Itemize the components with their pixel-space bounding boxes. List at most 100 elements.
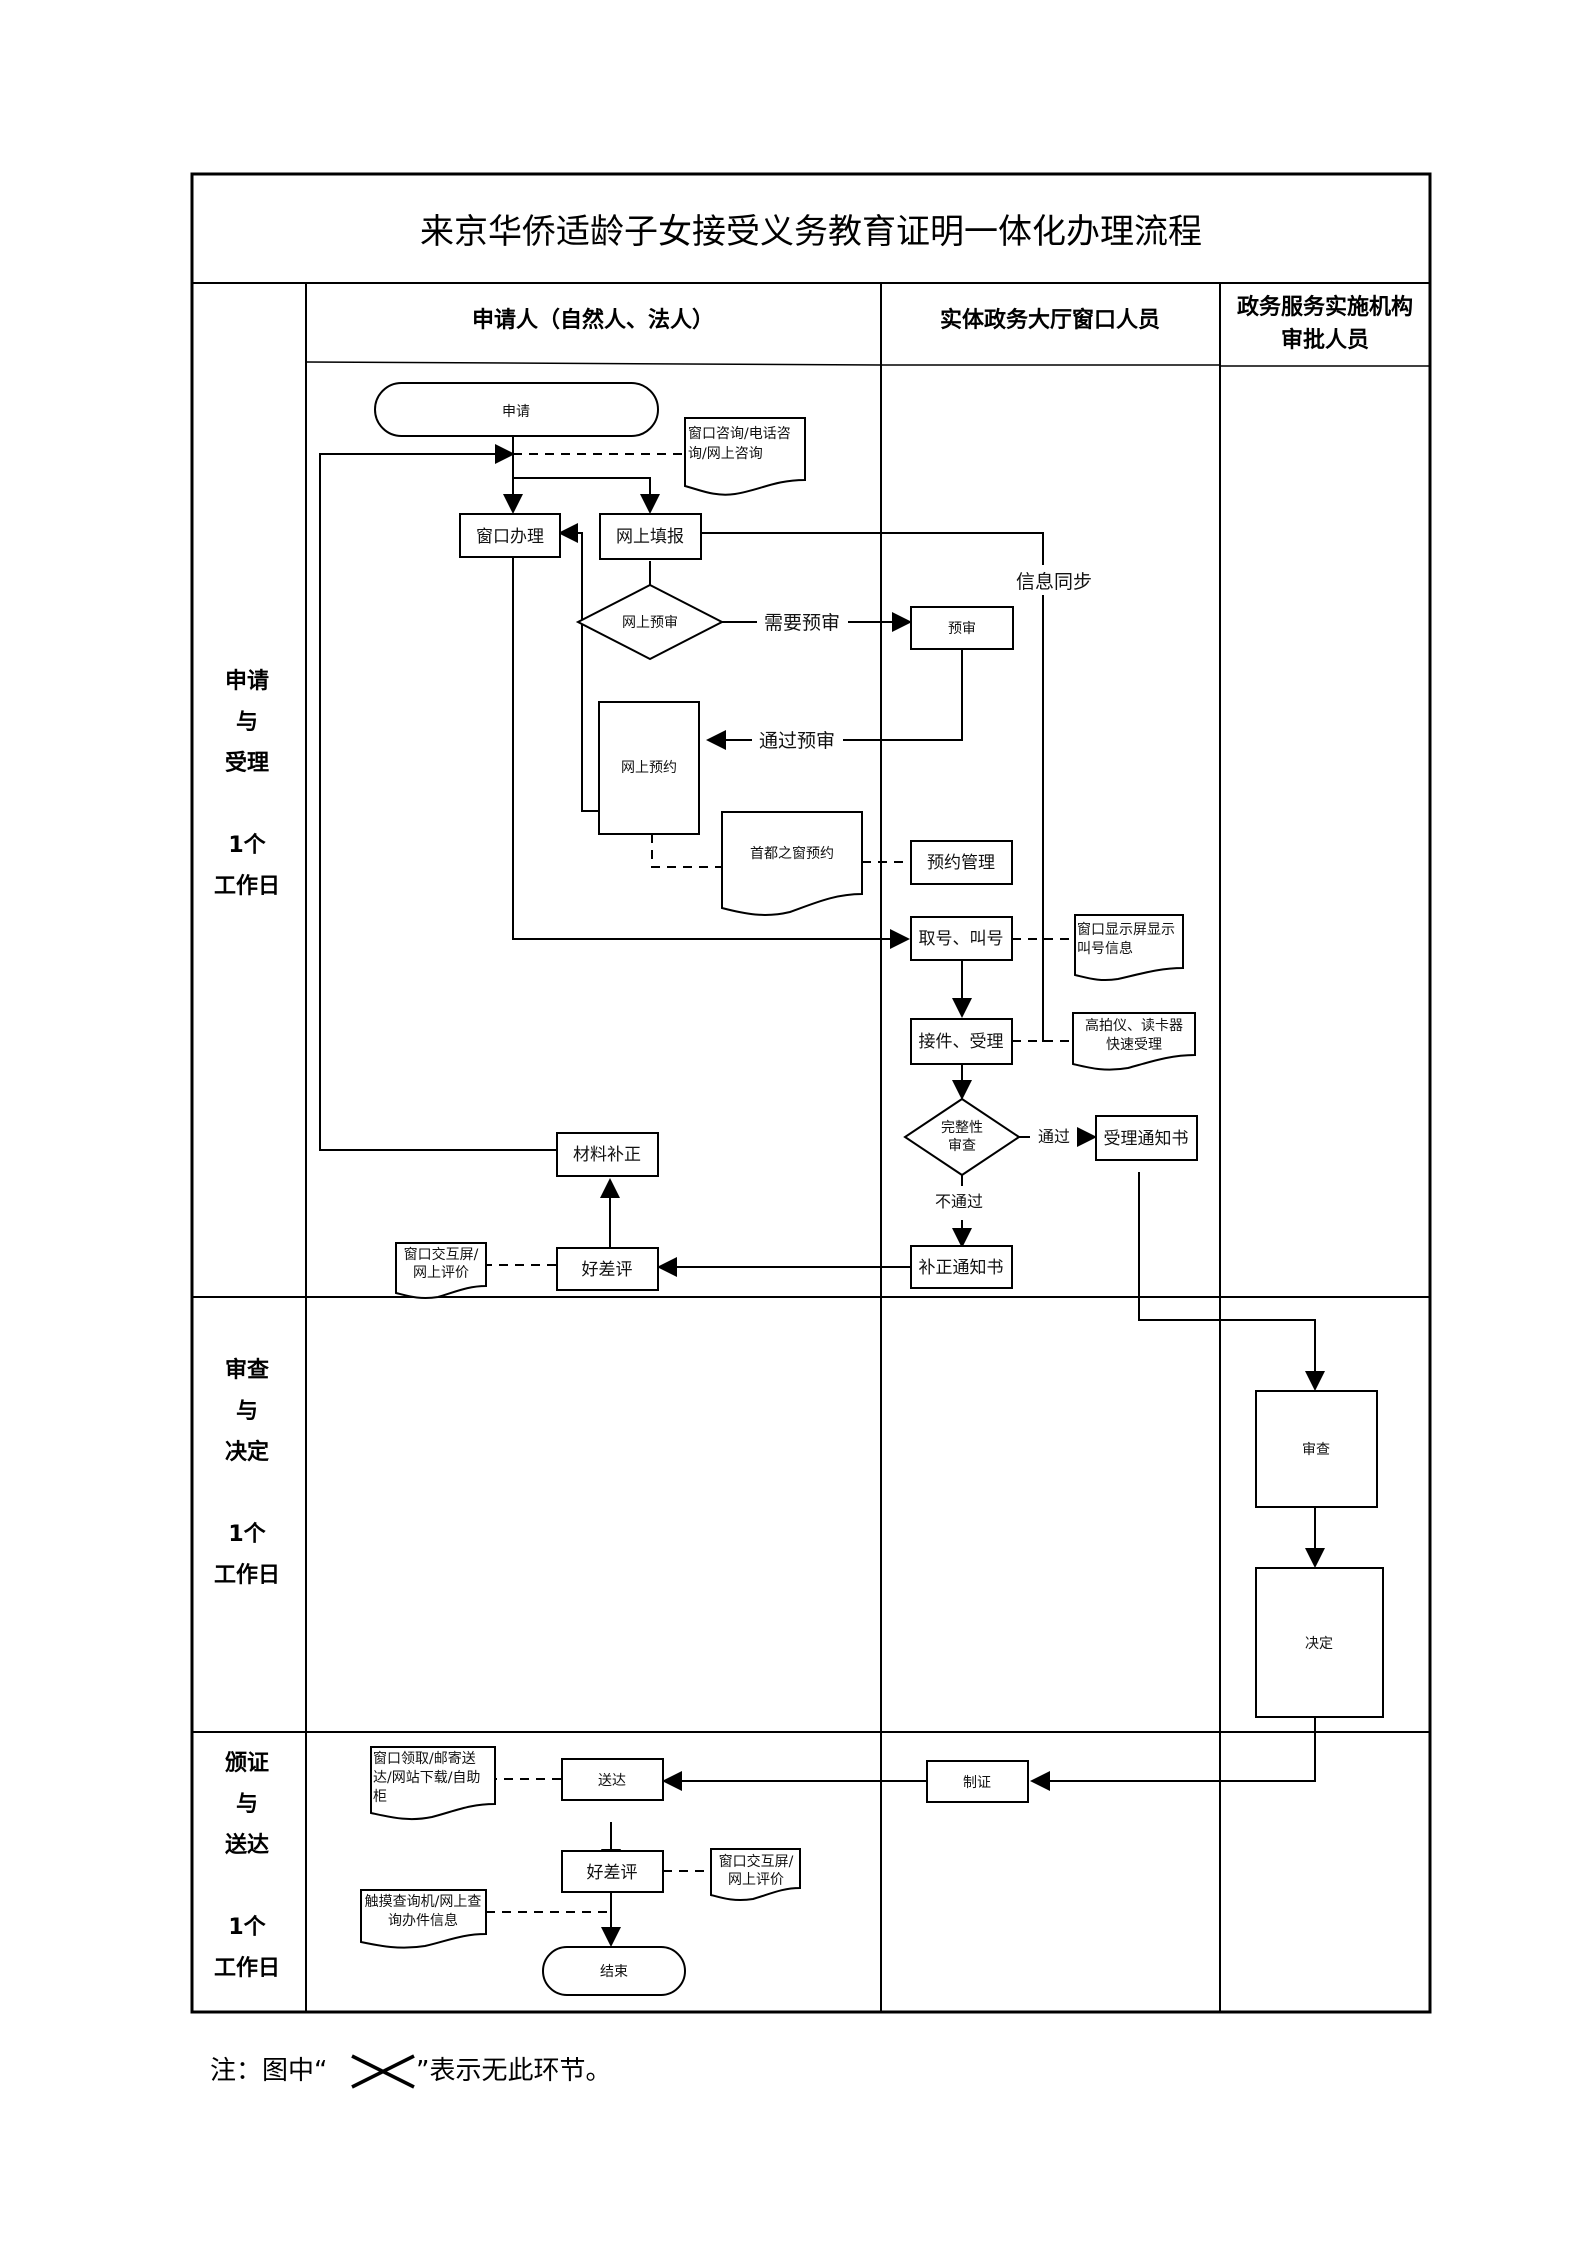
document-shape: [684, 417, 806, 496]
node-label: 制证: [963, 1775, 991, 1791]
lane-header-approver-line2: 审批人员: [1281, 327, 1369, 353]
node-label: 预约管理: [927, 853, 995, 873]
node-label: 接件、受理: [919, 1032, 1004, 1052]
stage-name-line: 颁证: [225, 1751, 269, 1776]
stage-label-issue-deliver: 颁证 与 送达 1个 工作日: [214, 1751, 280, 1981]
node-make-cert[interactable]: 制证: [926, 1760, 1029, 1803]
node-online-booking[interactable]: 网上预约: [598, 701, 700, 835]
edge-label-pass: 通过: [1038, 1127, 1070, 1146]
edge-decision-to-cert: [1030, 1717, 1316, 1791]
doc-line: 窗口领取/邮寄送: [373, 1750, 476, 1767]
doc-line: 高拍仪、读卡器: [1085, 1017, 1183, 1034]
doc-line: 柜: [373, 1789, 387, 1805]
doc-scanner[interactable]: 高拍仪、读卡器 快速受理: [1072, 1012, 1196, 1071]
node-receive-accept[interactable]: 接件、受理: [910, 1018, 1013, 1065]
doc-line: 窗口交互屏/: [719, 1853, 794, 1870]
edge-label-pass-precheck: 通过预审: [759, 730, 835, 752]
edge-label-info-sync: 信息同步: [1016, 571, 1092, 593]
table-frame: [190, 172, 1432, 2014]
footnote: 注：图中“ ”表示无此环节。: [210, 2054, 611, 2089]
process-box: [1255, 1390, 1378, 1508]
node-label: 网上填报: [616, 527, 684, 547]
outer-border: [190, 172, 1432, 2014]
edge-booking-to-window: [558, 523, 598, 812]
stage-name-line: 与: [236, 1399, 258, 1424]
lane-header-applicant: 申请人（自然人、法人）: [472, 307, 714, 333]
node-correction-notice[interactable]: 补正通知书: [910, 1245, 1013, 1289]
doc-display-screen[interactable]: 窗口显示屏显示 叫号信息: [1074, 914, 1184, 982]
node-label: 材料补正: [573, 1145, 641, 1165]
edge-window-to-take-number: [512, 557, 910, 949]
stage-duration-line: 工作日: [214, 874, 280, 899]
connectors: [319, 436, 1325, 1947]
node-review[interactable]: 审查: [1255, 1390, 1378, 1508]
node-take-number[interactable]: 取号、叫号: [910, 916, 1013, 961]
process-box: [561, 1758, 664, 1801]
node-completeness-check[interactable]: 完整性 审查: [903, 1097, 1021, 1177]
node-rating-2[interactable]: 好差评: [561, 1850, 664, 1893]
node-label-line: 审查: [948, 1138, 976, 1154]
edge-label-fail: 不通过: [935, 1192, 983, 1211]
stage-duration-line: 1个: [228, 1915, 266, 1940]
document-shape: [1074, 914, 1184, 982]
process-box: [910, 1245, 1013, 1289]
node-online-fill[interactable]: 网上填报: [599, 513, 702, 560]
node-rating-1[interactable]: 好差评: [556, 1247, 659, 1291]
process-box: [910, 840, 1013, 885]
process-box: [598, 701, 700, 835]
decision-diamond: [575, 583, 725, 661]
edge-label-need-precheck: 需要预审: [764, 612, 840, 634]
terminator-shape: [542, 1946, 686, 1996]
node-label: 审查: [1302, 1442, 1330, 1458]
node-window-handle[interactable]: 窗口办理: [459, 513, 561, 558]
stage-duration-line: 1个: [228, 833, 266, 858]
doc-line: 询/网上咨询: [688, 446, 763, 462]
node-label: 申请: [502, 404, 530, 420]
node-booking-mgmt[interactable]: 预约管理: [910, 840, 1013, 885]
doc-rating-1[interactable]: 窗口交互屏/ 网上评价: [395, 1242, 487, 1300]
terminator-shape: [374, 382, 659, 437]
doc-line: 网上评价: [728, 1872, 784, 1888]
stage-label-apply-accept: 申请 与 受理 1个 工作日: [214, 668, 280, 899]
stage-name-line: 决定: [225, 1439, 269, 1465]
node-decision[interactable]: 决定: [1255, 1567, 1384, 1718]
edge-pass-precheck-a: [843, 648, 963, 741]
doc-deliver-methods[interactable]: 窗口领取/邮寄送 达/网站下载/自助 柜: [370, 1746, 496, 1821]
node-material-correction[interactable]: 材料补正: [556, 1132, 659, 1177]
doc-consult[interactable]: 窗口咨询/电话咨 询/网上咨询: [684, 417, 806, 496]
doc-rating-2[interactable]: 窗口交互屏/ 网上评价: [710, 1848, 801, 1902]
node-precheck[interactable]: 预审: [910, 606, 1014, 650]
process-box: [910, 1018, 1013, 1065]
doc-line: 触摸查询机/网上查: [365, 1894, 482, 1910]
doc-line: 叫号信息: [1077, 940, 1133, 957]
process-box: [459, 513, 561, 558]
node-label: 取号、叫号: [919, 929, 1004, 949]
stage-label-review-decide: 审查 与 决定 1个 工作日: [214, 1357, 280, 1588]
stage-name-line: 审查: [225, 1357, 269, 1383]
process-box: [1095, 1115, 1198, 1161]
footnote-prefix: 注：图中“: [210, 2056, 327, 2086]
node-label: 受理通知书: [1104, 1129, 1189, 1149]
node-deliver[interactable]: 送达: [561, 1758, 664, 1801]
footnote-suffix: ”表示无此环节。: [416, 2056, 611, 2086]
stage-duration-line: 工作日: [214, 1956, 280, 1981]
doc-line: 达/网站下载/自助: [373, 1770, 480, 1786]
node-apply[interactable]: 申请: [374, 382, 659, 437]
node-online-precheck[interactable]: 网上预审: [575, 583, 725, 661]
edge-notice-to-review: [1138, 1172, 1325, 1391]
document-shape: [370, 1746, 496, 1821]
stage-name-line: 与: [236, 710, 258, 735]
node-accept-notice[interactable]: 受理通知书: [1095, 1115, 1198, 1161]
process-box: [1255, 1567, 1384, 1718]
doc-line: 窗口咨询/电话咨: [688, 425, 791, 442]
doc-line: 网上评价: [413, 1265, 469, 1281]
edge-info-sync-top: [701, 532, 1044, 565]
doc-query-info[interactable]: 触摸查询机/网上查 询办件信息: [360, 1889, 487, 1949]
node-end[interactable]: 结束: [542, 1946, 686, 1996]
node-label: 网上预审: [622, 615, 678, 631]
document-shape: [721, 811, 863, 916]
doc-capital-window-booking[interactable]: 首都之窗预约: [721, 811, 863, 916]
document-shape: [1072, 1012, 1196, 1071]
stage-name-line: 送达: [225, 1832, 269, 1858]
